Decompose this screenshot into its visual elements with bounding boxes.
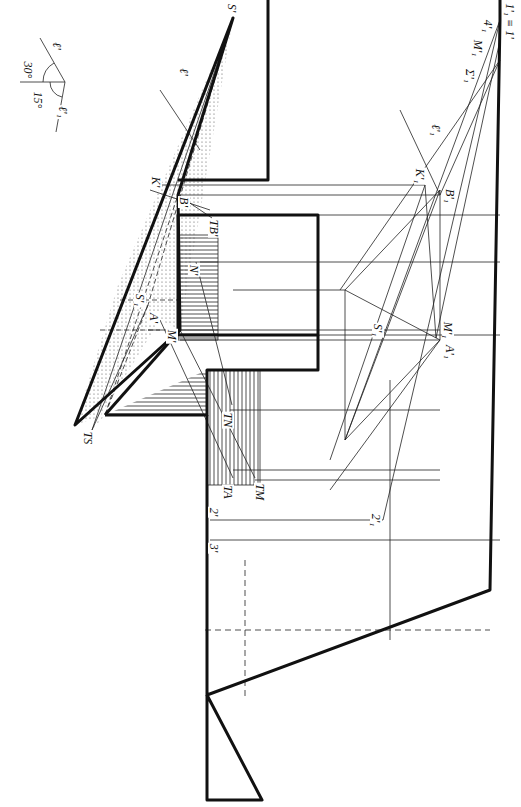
point-label: TN — [222, 412, 234, 429]
point-label: S'₁ — [372, 323, 384, 338]
point-label: K' — [150, 176, 162, 189]
point-label: TA — [222, 484, 234, 499]
point-label: TB' — [208, 219, 220, 238]
point-label: 2'₁ — [370, 513, 382, 528]
point-label: K'₁ — [414, 168, 426, 185]
point-label: M'₁ — [442, 321, 454, 340]
point-label: B' — [178, 196, 190, 208]
point-label: ℓ'₁ — [57, 105, 69, 119]
point-label: ℓ' — [178, 67, 190, 77]
point-label: M'₁ — [472, 39, 484, 58]
point-label: M' — [166, 329, 178, 344]
point-label: 4'₁ — [482, 19, 494, 34]
point-label: ℓ'₁ — [430, 123, 442, 137]
point-label: A'₁ — [444, 344, 456, 360]
point-label: N' — [188, 264, 200, 277]
point-label: TS — [82, 431, 94, 446]
point-label: 30° — [22, 61, 34, 80]
point-label: ℓ' — [51, 41, 63, 51]
point-label: TM — [254, 483, 266, 502]
point-label: S' — [226, 3, 238, 14]
point-label: 2' — [208, 507, 220, 518]
point-label: 1'₁ ≡ 1' — [504, 2, 516, 39]
point-label: 15° — [32, 91, 44, 110]
point-label: A' — [148, 312, 160, 324]
point-label: 3' — [208, 543, 220, 554]
point-label: B'₁ — [444, 188, 456, 204]
point-label: Σ'₁ — [464, 68, 476, 84]
point-label: S'₁ — [134, 293, 146, 308]
